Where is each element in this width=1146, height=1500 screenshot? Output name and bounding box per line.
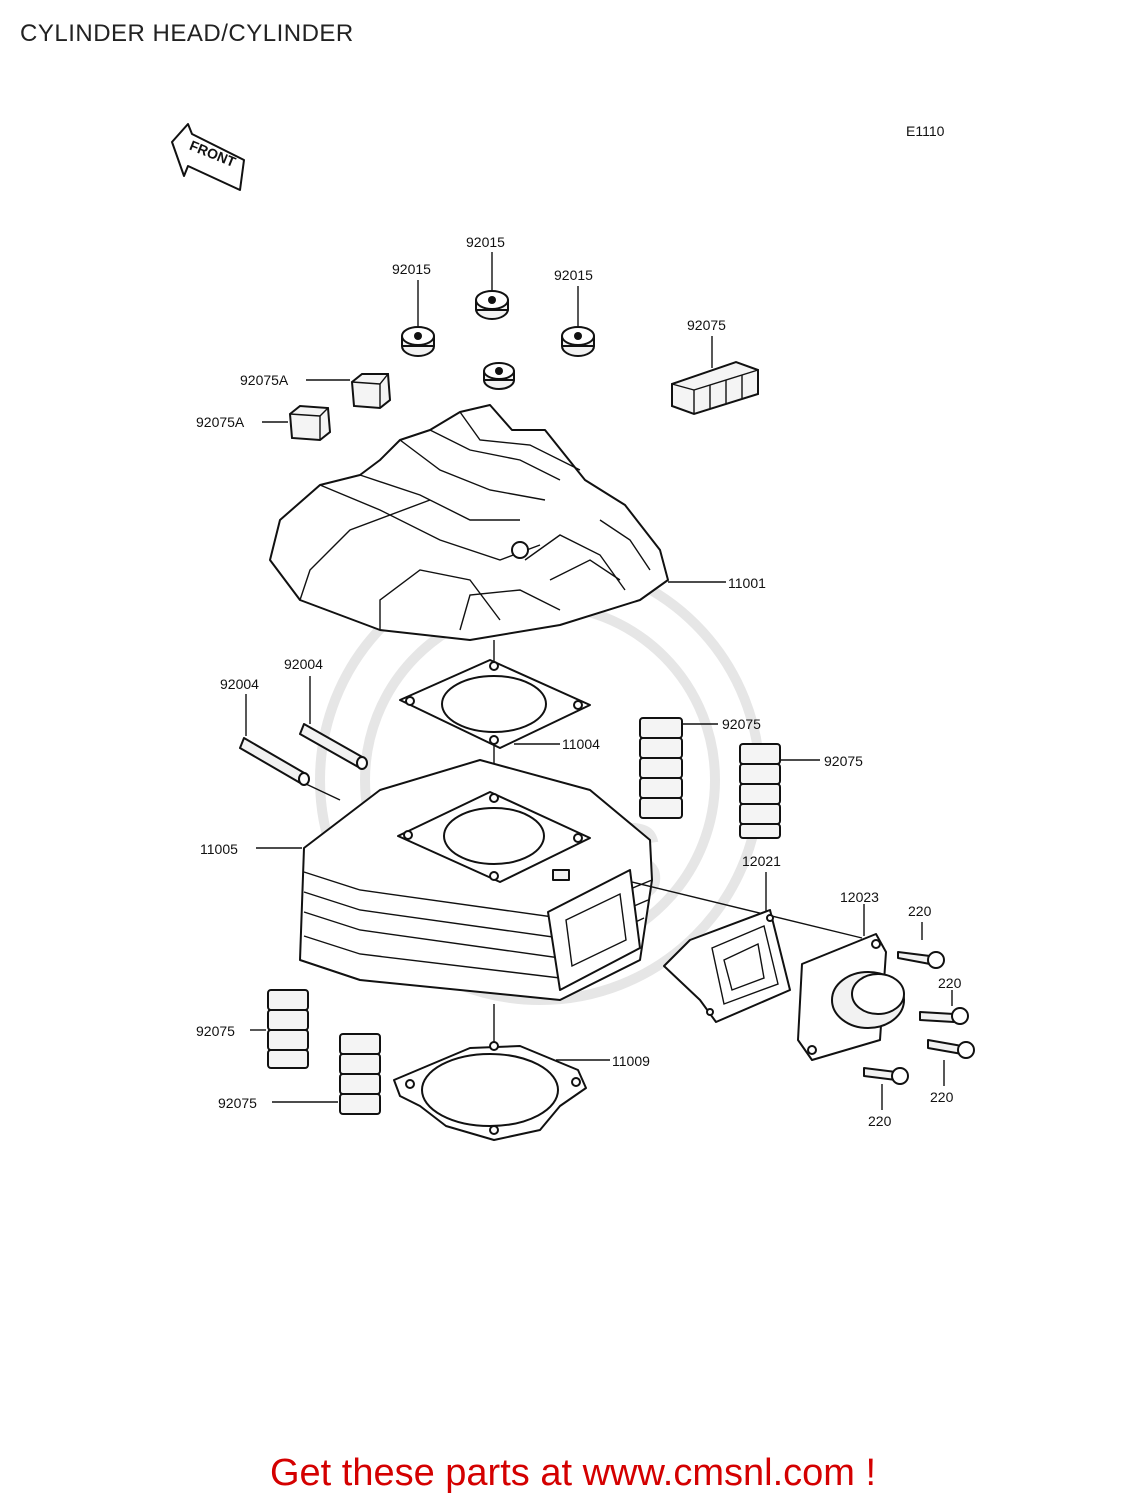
rubber-damper-icon [350,373,392,410]
rubber-damper-stack-icon [639,717,683,819]
label-220-4: 220 [868,1113,892,1129]
label-92015-left: 92015 [392,261,431,277]
page-title: CYLINDER HEAD/CYLINDER [20,20,354,47]
rubber-damper-icon [671,360,759,416]
rubber-damper-stack-icon [267,989,309,1069]
label-92004-right: 92004 [284,656,323,672]
label-11009: 11009 [612,1053,650,1069]
nut-icon [561,286,595,357]
label-92075-mid-1: 92075 [722,716,761,732]
inlet-pipe-icon [797,933,905,1061]
promo-link[interactable]: Get these parts at www.cmsnl.com ! [269,1452,877,1494]
front-arrow-icon: FRONT [171,123,245,191]
nut-icon [401,280,435,357]
label-92015-right: 92015 [554,267,593,283]
stud-bolt-icon [239,737,310,786]
cylinder-head-icon [269,404,669,641]
stud-bolt-icon [299,723,368,770]
label-92075-low-1: 92075 [196,1023,235,1039]
head-gasket-icon [399,659,591,749]
cylinder-icon [299,759,653,1001]
nut-icon [475,252,509,320]
label-12023: 12023 [840,889,879,905]
rubber-damper-stack-icon [339,1033,381,1115]
base-gasket-icon [393,1041,587,1141]
label-12021: 12021 [742,853,781,869]
label-220-1: 220 [908,903,932,919]
label-92075A-2: 92075A [196,414,245,430]
label-11001: 11001 [728,575,766,591]
bolt-icon [863,1067,909,1085]
nut-icon [483,362,515,390]
label-220-2: 220 [938,975,962,991]
label-92075-low-2: 92075 [218,1095,257,1111]
label-92015-top: 92015 [466,234,505,250]
bolt-icon [919,1007,969,1025]
label-11005: 11005 [200,841,238,857]
label-92075-top-right: 92075 [687,317,726,333]
bolt-icon [897,951,945,969]
bolt-icon [927,1039,975,1059]
label-92075-mid-2: 92075 [824,753,863,769]
reed-valve-icon [663,909,791,1023]
label-220-3: 220 [930,1089,954,1105]
label-92075A-1: 92075A [240,372,289,388]
rubber-damper-stack-icon [739,743,781,839]
diagram-code: E1110 [906,123,945,139]
label-92004-left: 92004 [220,676,259,692]
label-11004: 11004 [562,736,600,752]
rubber-damper-icon [288,404,332,442]
